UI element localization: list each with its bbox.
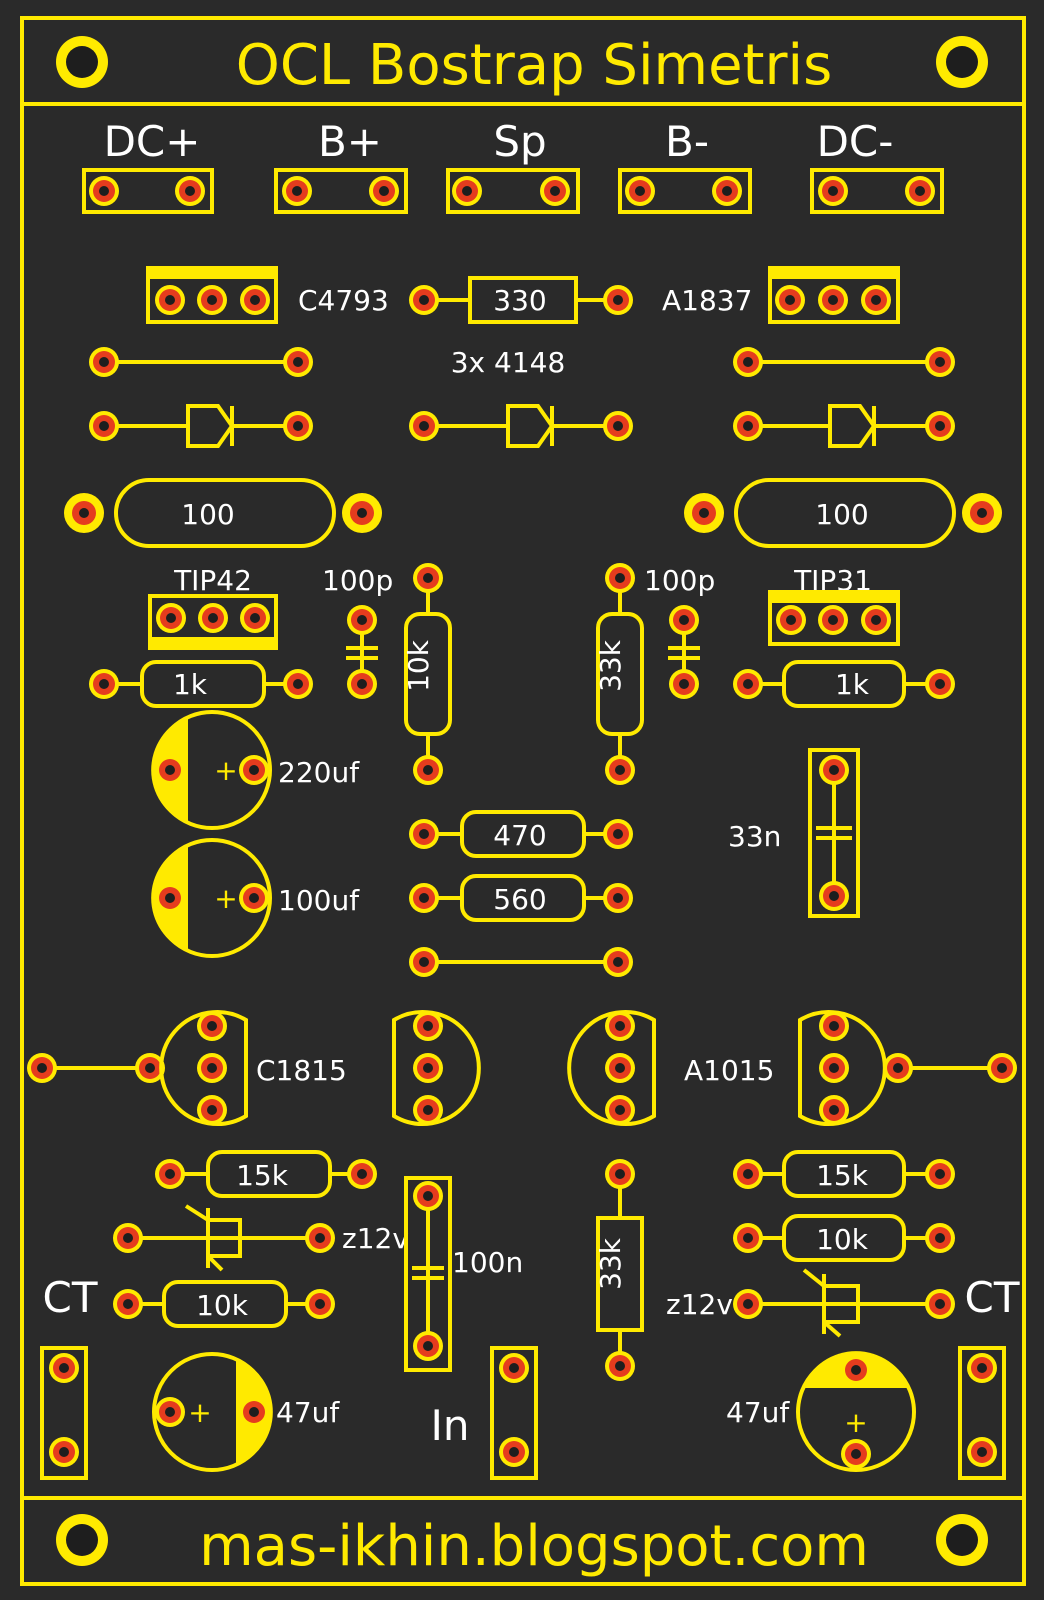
label-resistor-33k-vertical-top: 33k <box>594 639 627 692</box>
label-capacitor-100n: 100n <box>452 1246 523 1279</box>
label-resistor-15k-right: 15k <box>816 1159 869 1192</box>
label-resistor-330: 330 <box>493 284 546 317</box>
resistor-10k-left[interactable] <box>113 1280 335 1328</box>
label-resistor-1k-left: 1k <box>173 668 208 701</box>
transistor-a1837[interactable] <box>768 266 900 324</box>
capacitor-47uf-left[interactable] <box>152 1352 273 1472</box>
connector-label-dc-plus: DC+ <box>104 117 201 166</box>
connector-label-input: In <box>430 1401 469 1450</box>
transistor-middle-right[interactable] <box>567 1010 656 1126</box>
jumper-left-c1815[interactable] <box>27 1053 165 1083</box>
label-capacitor-47uf-left: 47uf <box>276 1396 340 1429</box>
resistor-15k-right[interactable] <box>733 1150 955 1198</box>
label-a1837: A1837 <box>662 284 752 317</box>
label-resistor-15k-left: 15k <box>236 1159 289 1192</box>
zener-z12v-left[interactable] <box>113 1204 335 1272</box>
transistor-tip42[interactable] <box>148 594 278 650</box>
connector-label-dc-minus: DC- <box>817 117 894 166</box>
plus-sign-47uf-right: + <box>844 1406 867 1439</box>
label-resistor-10k-right: 10k <box>816 1223 869 1256</box>
capacitor-220uf[interactable] <box>151 710 272 830</box>
capacitor-100n[interactable] <box>404 1176 452 1372</box>
resistor-15k-left[interactable] <box>155 1150 377 1198</box>
label-resistor-33k-vertical-bottom: 33k <box>594 1237 627 1290</box>
connector-label-ct-left: CT <box>43 1273 98 1322</box>
label-cap-100p-left: 100p <box>322 564 393 597</box>
connector-b-plus[interactable]: B+ <box>274 117 408 214</box>
resistor-560[interactable] <box>409 874 633 922</box>
label-resistor-100-left: 100 <box>181 498 234 531</box>
connector-dc-minus[interactable]: DC- <box>810 117 944 214</box>
resistor-33k-vertical-top[interactable] <box>596 563 644 785</box>
transistor-c4793[interactable] <box>146 266 278 324</box>
plus-sign-220uf: + <box>214 754 237 787</box>
connector-label-b-minus: B- <box>665 117 709 166</box>
label-c4793: C4793 <box>298 284 389 317</box>
connector-speaker[interactable]: Sp <box>446 117 580 214</box>
label-resistor-470: 470 <box>493 819 546 852</box>
mounting-hole-bottom-right <box>936 1514 988 1566</box>
resistor-1k-left[interactable] <box>89 660 313 708</box>
label-capacitor-47uf-right: 47uf <box>726 1396 790 1429</box>
transistor-c1815[interactable] <box>159 1010 248 1126</box>
label-diodes: 3x 4148 <box>451 346 566 379</box>
connector-label-speaker: Sp <box>493 117 546 166</box>
connector-label-b-plus: B+ <box>318 117 382 166</box>
label-resistor-10k-left: 10k <box>196 1289 249 1322</box>
label-zener-z12v-left: z12v <box>342 1222 409 1255</box>
diode-middle[interactable] <box>409 404 633 448</box>
capacitor-100p-left[interactable] <box>346 605 378 699</box>
label-resistor-1k-right: 1k <box>835 668 870 701</box>
label-cap-100p-right: 100p <box>644 564 715 597</box>
mounting-hole-top-right <box>936 36 988 88</box>
resistor-1k-right[interactable] <box>733 660 955 708</box>
connector-b-minus[interactable]: B- <box>618 117 752 214</box>
jumper-right-a1015[interactable] <box>883 1053 1017 1083</box>
connector-ct-left[interactable] <box>40 1346 88 1480</box>
resistor-330[interactable] <box>409 276 633 324</box>
resistor-10k-right[interactable] <box>733 1214 955 1262</box>
connector-input[interactable] <box>490 1346 538 1480</box>
diode-left[interactable] <box>89 404 313 448</box>
mounting-hole-bottom-left <box>56 1514 108 1566</box>
board-title: OCL Bostrap Simetris <box>236 33 833 98</box>
transistor-a1015[interactable] <box>798 1010 887 1126</box>
capacitor-100p-right[interactable] <box>668 605 700 699</box>
label-capacitor-33n: 33n <box>728 820 781 853</box>
jumper-left-top[interactable] <box>89 347 313 377</box>
plus-sign-47uf-left: + <box>188 1396 211 1429</box>
resistor-10k-vertical[interactable] <box>404 563 452 785</box>
resistor-100-left[interactable] <box>64 478 382 548</box>
capacitor-47uf-right[interactable] <box>796 1351 916 1472</box>
diode-right[interactable] <box>733 404 955 448</box>
label-c1815: C1815 <box>256 1054 347 1087</box>
label-resistor-560: 560 <box>493 883 546 916</box>
plus-sign-100uf: + <box>214 882 237 915</box>
capacitor-33n[interactable] <box>808 748 860 918</box>
mounting-hole-top-left <box>56 36 108 88</box>
connector-ct-right[interactable] <box>958 1346 1006 1480</box>
connector-label-ct-right: CT <box>965 1273 1020 1322</box>
zener-z12v-right[interactable] <box>733 1268 955 1338</box>
transistor-middle-left[interactable] <box>392 1010 481 1126</box>
capacitor-100uf[interactable] <box>151 838 272 958</box>
transistor-tip31[interactable] <box>768 590 900 646</box>
label-tip42: TIP42 <box>173 564 252 597</box>
label-capacitor-220uf: 220uf <box>278 756 360 789</box>
resistor-100-right[interactable] <box>684 478 1002 548</box>
label-zener-z12v-right: z12v <box>666 1288 733 1321</box>
jumper-right-top[interactable] <box>733 347 955 377</box>
connector-dc-plus[interactable]: DC+ <box>82 117 214 214</box>
label-capacitor-100uf: 100uf <box>278 884 360 917</box>
board-footer-url: mas-ikhin.blogspot.com <box>199 1514 869 1579</box>
label-a1015: A1015 <box>684 1054 774 1087</box>
board-outline <box>20 16 1026 1586</box>
label-resistor-10k-vertical: 10k <box>402 639 435 692</box>
label-resistor-100-right: 100 <box>815 498 868 531</box>
resistor-33k-vertical-bottom[interactable] <box>596 1159 644 1381</box>
jumper-middle[interactable] <box>409 947 633 977</box>
resistor-470[interactable] <box>409 810 633 858</box>
